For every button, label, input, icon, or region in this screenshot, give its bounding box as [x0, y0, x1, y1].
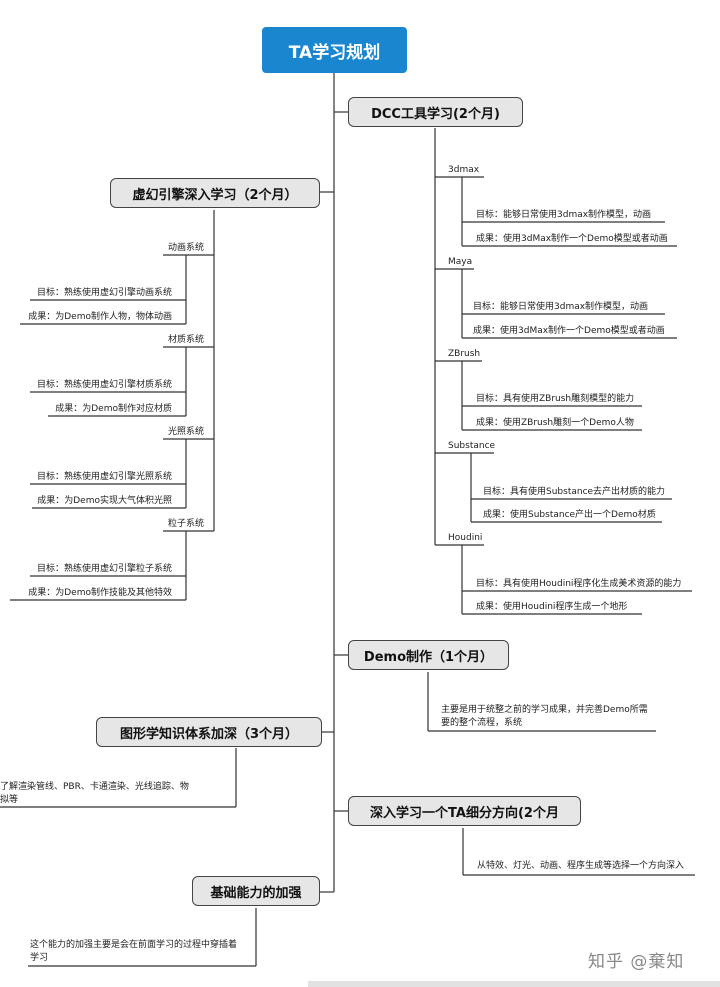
dcc-3dmax-result: 成果：使用3dMax制作一个Demo模型或者动画 — [476, 234, 668, 244]
graphics-title: 图形学知识体系加深（3个月） — [119, 726, 299, 742]
unreal-animation-result: 成果：为Demo制作人物，物体动画 — [28, 312, 172, 322]
unreal-system-lighting[interactable]: 光照系统 — [167, 427, 204, 437]
basic-ability-note: 这个能力的加强主要是会在前面学习的过程中穿插着 学习 — [30, 939, 237, 965]
demo-node[interactable]: Demo制作（1个月） — [348, 640, 509, 670]
graphics-note: 了解渲染管线、PBR、卡通渲染、光线追踪、物 拟等 — [0, 781, 189, 807]
unreal-system-animation[interactable]: 动画系统 — [167, 243, 204, 253]
dcc-tool-maya[interactable]: Maya — [448, 257, 473, 267]
bottom-scroll-strip — [308, 981, 720, 987]
dcc-tool-3dmax[interactable]: 3dmax — [448, 165, 480, 175]
unreal-material-result: 成果：为Demo制作对应材质 — [55, 404, 172, 414]
ta-direction-node[interactable]: 深入学习一个TA细分方向(2个月 — [348, 796, 581, 826]
graphics-node[interactable]: 图形学知识体系加深（3个月） — [96, 717, 322, 747]
unreal-title: 虚幻引擎深入学习（2个月） — [132, 187, 298, 203]
basic-ability-title: 基础能力的加强 — [210, 885, 302, 901]
dcc-houdini-result: 成果：使用Houdini程序生成一个地形 — [476, 602, 628, 612]
root-node[interactable]: TA学习规划 — [262, 27, 407, 73]
graphics-note-line1: 了解渲染管线、PBR、卡通渲染、光线追踪、物 — [0, 782, 189, 792]
dcc-title: DCC工具学习(2个月) — [371, 106, 500, 122]
unreal-system-particle[interactable]: 粒子系统 — [167, 519, 204, 529]
dcc-substance-goal: 目标：具有使用Substance去产出材质的能力 — [483, 487, 666, 497]
demo-note: 主要是用于统整之前的学习成果，并完善Demo所需 要的整个流程，系统 — [441, 704, 648, 730]
dcc-tool-substance[interactable]: Substance — [448, 441, 496, 451]
dcc-node[interactable]: DCC工具学习(2个月) — [348, 97, 523, 127]
ta-direction-note: 从特效、灯光、动画、程序生成等选择一个方向深入 — [477, 861, 685, 871]
demo-title: Demo制作（1个月） — [363, 649, 494, 665]
unreal-node[interactable]: 虚幻引擎深入学习（2个月） — [110, 178, 320, 208]
dcc-substance-result: 成果：使用Substance产出一个Demo材质 — [483, 510, 656, 520]
dcc-zbrush-result: 成果：使用ZBrush雕刻一个Demo人物 — [476, 418, 634, 428]
unreal-lighting-result: 成果：为Demo实现大气体积光照 — [37, 496, 172, 506]
basic-ability-note-line1: 这个能力的加强主要是会在前面学习的过程中穿插着 — [30, 940, 238, 950]
basic-ability-note-line2: 学习 — [30, 953, 49, 963]
dcc-tool-houdini[interactable]: Houdini — [448, 533, 483, 543]
dcc-maya-result: 成果：使用3dMax制作一个Demo模型或者动画 — [473, 326, 665, 336]
dcc-zbrush-goal: 目标：具有使用ZBrush雕刻模型的能力 — [476, 394, 635, 404]
unreal-particle-result: 成果：为Demo制作技能及其他特效 — [28, 588, 172, 598]
unreal-material-goal: 目标：熟练使用虚幻引擎材质系统 — [36, 380, 172, 390]
demo-note-line1: 主要是用于统整之前的学习成果，并完善Demo所需 — [441, 705, 648, 715]
unreal-lighting-goal: 目标：熟练使用虚幻引擎光照系统 — [36, 472, 172, 482]
dcc-3dmax-goal: 目标：能够日常使用3dmax制作模型，动画 — [476, 210, 652, 220]
ta-direction-title: 深入学习一个TA细分方向(2个月 — [370, 805, 559, 821]
demo-note-line2: 要的整个流程，系统 — [441, 718, 523, 728]
root-title: TA学习规划 — [288, 42, 381, 63]
unreal-animation-goal: 目标：熟练使用虚幻引擎动画系统 — [36, 288, 172, 298]
unreal-particle-goal: 目标：熟练使用虚幻引擎粒子系统 — [36, 564, 172, 574]
dcc-maya-goal: 目标：能够日常使用3dmax制作模型，动画 — [473, 302, 649, 312]
dcc-tool-zbrush[interactable]: ZBrush — [448, 349, 481, 359]
dcc-houdini-goal: 目标：具有使用Houdini程序化生成美术资源的能力 — [476, 579, 682, 589]
basic-ability-node[interactable]: 基础能力的加强 — [192, 876, 320, 906]
graphics-note-line2: 拟等 — [0, 795, 19, 805]
watermark: 知乎 @棄知 — [588, 952, 685, 972]
unreal-system-material[interactable]: 材质系统 — [167, 335, 204, 345]
